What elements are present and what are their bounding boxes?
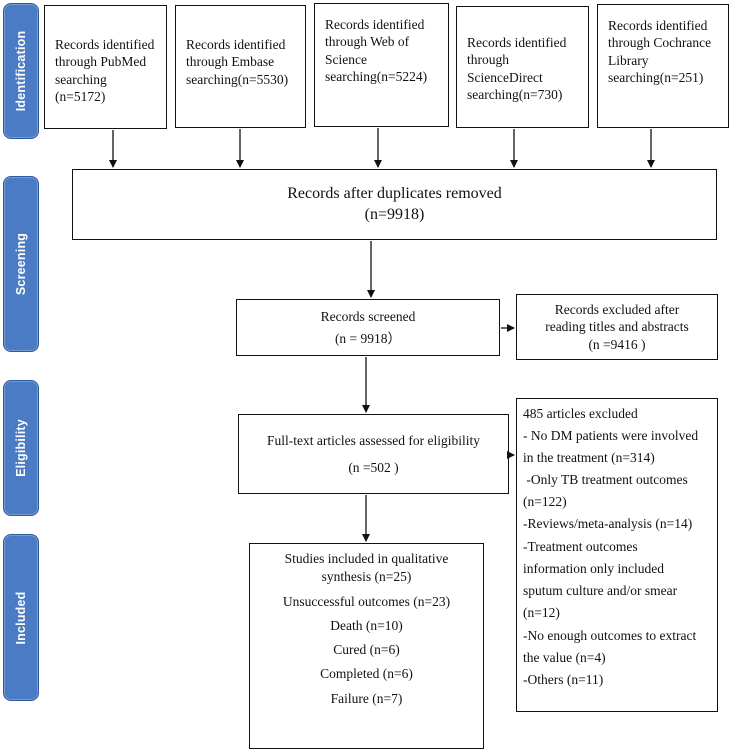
screening-excluded-subtitle: reading titles and abstracts: [545, 319, 689, 335]
source-box-pubmed: Records identified through PubMed search…: [44, 5, 167, 129]
duplicates-removed-box: Records after duplicates removed (n=9918…: [72, 169, 717, 240]
source-box-web-of-science: Records identified through Web of Scienc…: [314, 3, 449, 127]
source-line: Records identified: [55, 37, 155, 52]
source-line: Records identified: [467, 35, 567, 50]
source-line: Science: [325, 51, 367, 67]
duplicates-removed-count: (n=9918): [364, 205, 425, 223]
source-line: Records identified: [608, 18, 708, 33]
exclusion-reason: (n=12): [523, 605, 560, 621]
source-line: Records identified: [186, 37, 286, 52]
included-line: Failure (n=7): [330, 690, 403, 706]
fulltext-excluded-box: 485 articles excluded - No DM patients w…: [516, 398, 718, 712]
fulltext-assessed-count: (n =502 ): [348, 460, 399, 475]
screening-excluded-title: Records excluded after: [554, 302, 680, 318]
source-line: through Embase: [186, 54, 275, 70]
records-screened-box: Records screened (n = 9918）: [236, 299, 500, 356]
fulltext-assessed-title: Full-text articles assessed for eligibil…: [267, 432, 480, 448]
exclusion-reason: -Others (n=11): [523, 672, 604, 688]
exclusion-reason: -Only TB treatment outcomes: [523, 471, 688, 487]
records-screened-count: (n = 9918）: [334, 330, 402, 346]
exclusion-reason: in the treatment (n=314): [523, 449, 655, 465]
fulltext-assessed-box: Full-text articles assessed for eligibil…: [238, 414, 509, 494]
source-line: through Cochrance: [608, 35, 712, 51]
source-line: searching(n=5530): [186, 71, 289, 87]
source-line: searching(n=251): [608, 69, 704, 85]
exclusion-reason: - No DM patients were involved: [523, 428, 699, 444]
exclusion-reason: -Treatment outcomes: [523, 538, 638, 554]
phase-label-eligibility: Eligibility: [3, 380, 39, 516]
screening-excluded-box: Records excluded after reading titles an…: [516, 294, 718, 360]
exclusion-reason: -Reviews/meta-analysis (n=14): [523, 516, 693, 532]
source-line: searching(n=730): [467, 86, 563, 102]
included-line: synthesis (n=25): [321, 569, 412, 585]
records-screened-title: Records screened: [320, 309, 416, 325]
included-line: Unsuccessful outcomes (n=23): [282, 593, 451, 609]
source-box-sciencedirect: Records identified through ScienceDirect…: [456, 6, 589, 128]
phase-label-identification: Identification: [3, 3, 39, 139]
phase-label-screening: Screening: [3, 176, 39, 352]
source-line: through Web of: [325, 34, 410, 50]
exclusion-reason: 485 articles excluded: [523, 406, 638, 421]
source-line: ScienceDirect: [467, 69, 543, 85]
source-line: Library: [608, 52, 649, 68]
source-box-cochrane: Records identified through Cochrance Lib…: [597, 4, 729, 128]
exclusion-reason: information only included: [523, 560, 664, 576]
phase-label-included: Included: [3, 534, 39, 701]
exclusion-reason: -No enough outcomes to extract: [523, 627, 697, 643]
exclusion-reason: the value (n=4): [523, 649, 606, 665]
exclusion-reason: sputum culture and/or smear: [523, 583, 678, 599]
included-line: Cured (n=6): [333, 642, 400, 658]
included-studies-box: Studies included in qualitative synthesi…: [249, 543, 484, 749]
source-line: searching: [55, 71, 107, 87]
source-line: searching(n=5224): [325, 68, 428, 84]
included-line: Completed (n=6): [320, 666, 413, 682]
source-line: (n=5172): [55, 88, 106, 104]
duplicates-removed-title: Records after duplicates removed: [287, 185, 502, 203]
source-box-embase: Records identified through Embase search…: [175, 5, 306, 128]
screening-excluded-count: (n =9416 ): [588, 336, 646, 352]
source-line: Records identified: [325, 17, 425, 32]
source-line: through: [467, 52, 509, 68]
source-line: through PubMed: [55, 54, 147, 70]
exclusion-reason: (n=122): [523, 494, 567, 510]
included-line: Death (n=10): [330, 617, 403, 633]
included-line: Studies included in qualitative: [284, 551, 449, 566]
